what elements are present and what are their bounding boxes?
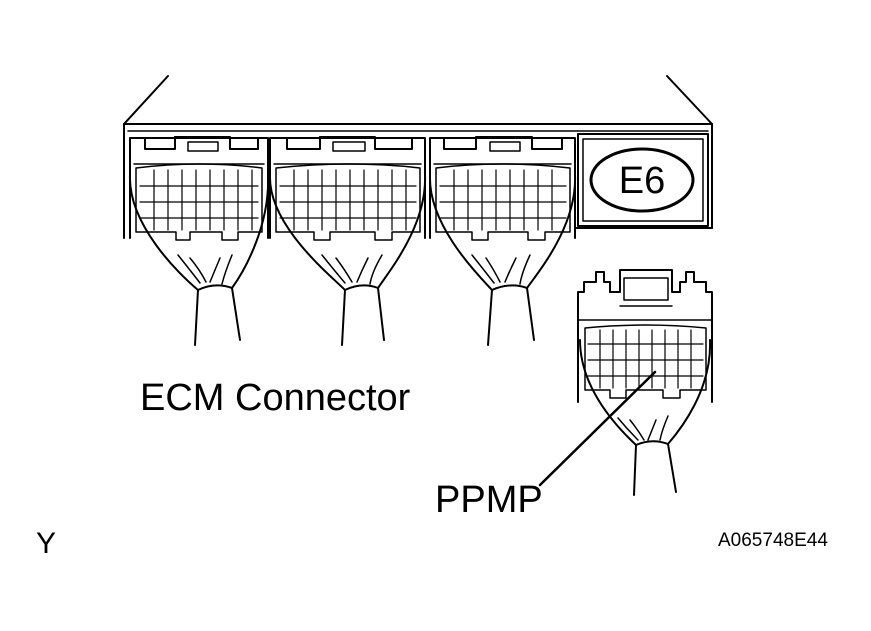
ecm-connector-1	[128, 136, 270, 346]
ecm-connector-label: ECM Connector	[140, 377, 411, 419]
e6-connector	[577, 269, 713, 496]
figure-code: A065748E44	[718, 530, 828, 551]
ecm-connector-2	[268, 136, 427, 346]
ppmp-pin-label: PPMP	[435, 479, 543, 521]
ecm-connector-3	[428, 136, 577, 346]
corner-letter: Y	[36, 527, 57, 560]
ecm-housing	[123, 75, 713, 239]
e6-badge: E6	[577, 133, 709, 227]
e6-badge-label: E6	[619, 160, 665, 202]
ppmp-leader-line	[538, 370, 657, 487]
